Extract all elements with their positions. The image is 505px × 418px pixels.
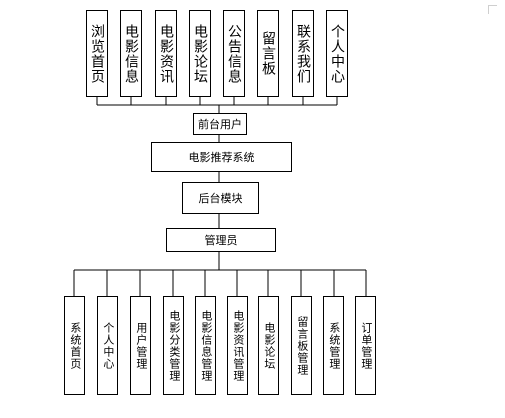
front-user-label: 前台用户 — [198, 118, 242, 131]
top-module: 个人中心 — [326, 10, 348, 97]
bottom-module-label: 留言板管理 — [295, 315, 309, 376]
bottom-module-label: 电影分类管理 — [167, 309, 181, 382]
bottom-module: 电影分类管理 — [163, 296, 184, 395]
bottom-module: 个人中心 — [97, 296, 118, 395]
bottom-module: 用户管理 — [130, 296, 151, 395]
top-module-label: 电影信息 — [123, 23, 140, 84]
bottom-module: 电影信息管理 — [195, 296, 216, 395]
top-module: 电影信息 — [120, 10, 142, 97]
top-module: 浏览首页 — [86, 10, 108, 97]
page-corner-mark — [488, 5, 497, 14]
top-module-label: 联系我们 — [295, 23, 312, 84]
backend-box: 后台模块 — [182, 182, 259, 214]
bottom-module: 系统管理 — [323, 296, 344, 395]
bottom-module: 留言板管理 — [291, 296, 312, 395]
bottom-module-label: 个人中心 — [101, 321, 115, 370]
bottom-module: 订单管理 — [355, 296, 376, 395]
top-module-label: 个人中心 — [329, 23, 346, 84]
admin-label: 管理员 — [204, 234, 238, 247]
bottom-module-label: 电影信息管理 — [199, 309, 213, 382]
bottom-module-label: 电影论坛 — [262, 321, 276, 370]
top-module: 公告信息 — [223, 10, 245, 97]
top-module: 电影论坛 — [189, 10, 211, 97]
bottom-module: 电影论坛 — [258, 296, 279, 395]
top-module-label: 电影资讯 — [158, 23, 175, 84]
bottom-module-label: 系统首页 — [68, 321, 82, 370]
system-label: 电影推荐系统 — [188, 151, 255, 164]
bottom-module-label: 订单管理 — [359, 321, 373, 370]
top-module: 联系我们 — [292, 10, 314, 97]
top-module-label: 公告信息 — [226, 23, 243, 84]
bottom-module-label: 电影资讯管理 — [231, 309, 245, 382]
top-module: 电影资讯 — [155, 10, 177, 97]
front-user-box: 前台用户 — [193, 113, 247, 135]
top-module: 留言板 — [257, 10, 279, 97]
top-module-label: 电影论坛 — [192, 23, 209, 84]
bottom-module: 系统首页 — [64, 296, 85, 395]
bottom-module-label: 用户管理 — [134, 321, 148, 370]
bottom-module-label: 系统管理 — [327, 321, 341, 370]
system-box: 电影推荐系统 — [151, 142, 292, 172]
backend-label: 后台模块 — [198, 192, 243, 205]
admin-box: 管理员 — [166, 228, 276, 252]
bottom-module: 电影资讯管理 — [227, 296, 248, 395]
top-module-label: 留言板 — [260, 31, 277, 76]
top-module-label: 浏览首页 — [89, 23, 106, 84]
